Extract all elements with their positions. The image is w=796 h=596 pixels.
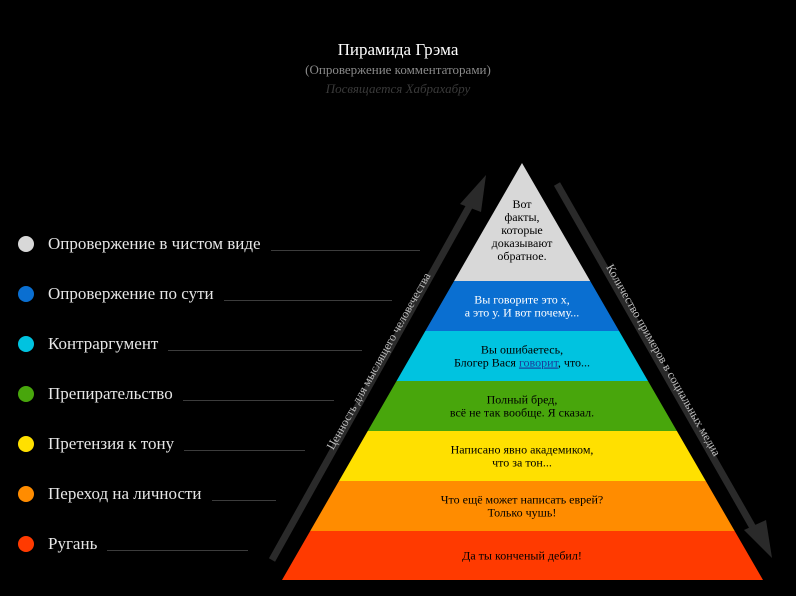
legend-label: Опровержение по сути — [48, 284, 214, 303]
legend-label: Переход на личности — [48, 484, 202, 503]
legend-dot-icon — [18, 536, 34, 552]
diagram-dedication: Посвящается Хабрахабру — [325, 81, 471, 96]
pyramid-level-text: Вы ошибаетесь, — [481, 343, 563, 357]
pyramid-level-text: а это у. И вот почему... — [465, 306, 580, 320]
pyramid-level-text: Полный бред, — [487, 393, 558, 407]
pyramid-level-text: Блогер Вася говорит, что... — [454, 356, 590, 370]
pyramid-level-text: Вы говорите это х, — [474, 293, 570, 307]
legend-label: Опровержение в чистом виде — [48, 234, 261, 253]
pyramid-level-5 — [338, 431, 706, 481]
pyramid-level-text: которые — [501, 223, 543, 237]
legend-leader-line — [212, 500, 276, 501]
pyramid-level-text: факты, — [504, 210, 539, 224]
pyramid-level-text: Что ещё может написать еврей? — [441, 493, 603, 507]
pyramid-level-text: Только чушь! — [488, 506, 557, 520]
legend-item: Ругань — [18, 532, 97, 556]
legend-dot-icon — [18, 236, 34, 252]
legend-dot-icon — [18, 486, 34, 502]
pyramid-level-text: обратное. — [497, 249, 546, 263]
left-arrow-shaft — [268, 196, 478, 562]
left-arrow-head-icon — [460, 175, 486, 212]
pyramid-level-7 — [282, 531, 763, 580]
pyramid-level-3 — [396, 331, 648, 381]
pyramid-level-text: что за тон... — [492, 456, 552, 470]
legend-leader-line — [184, 450, 305, 451]
legend-dot-icon — [18, 436, 34, 452]
legend-dot-icon — [18, 286, 34, 302]
legend-dot-icon — [18, 386, 34, 402]
legend-item: Переход на личности — [18, 482, 202, 506]
pyramid-level-4 — [367, 381, 677, 431]
legend-label: Контраргумент — [48, 334, 159, 353]
pyramid-level-6 — [310, 481, 735, 531]
pyramid-level-text: Да ты конченый дебил! — [462, 549, 582, 563]
right-arrow-head-icon — [744, 520, 772, 558]
pyramid-level-2 — [425, 281, 620, 331]
pyramid-level-1 — [454, 163, 591, 281]
right-arrow-shaft — [553, 182, 764, 542]
pyramid-level-text: Вот — [512, 197, 532, 211]
pyramid-link[interactable]: говорит — [519, 356, 560, 370]
legend-item: Опровержение в чистом виде — [18, 232, 261, 256]
legend-label: Ругань — [48, 534, 98, 553]
legend-leader-line — [107, 550, 248, 551]
legend-item: Контраргумент — [18, 332, 158, 356]
legend-leader-line — [183, 400, 334, 401]
legend-item: Препирательство — [18, 382, 173, 406]
legend-label: Претензия к тону — [48, 434, 175, 453]
legend-leader-line — [271, 250, 420, 251]
diagram-subtitle: (Опровержение комментаторами) — [305, 62, 491, 77]
legend-label: Препирательство — [48, 384, 173, 403]
legend-leader-line — [168, 350, 362, 351]
pyramid-level-text: доказывают — [492, 236, 554, 250]
legend-dot-icon — [18, 336, 34, 352]
legend-leader-line — [224, 300, 392, 301]
pyramid-level-text: всё не так вообще. Я сказал. — [450, 406, 594, 420]
pyramid-level-text: Написано явно академиком, — [451, 443, 594, 457]
diagram-title: Пирамида Грэма — [337, 40, 459, 59]
legend-item: Претензия к тону — [18, 432, 174, 456]
legend-item: Опровержение по сути — [18, 282, 214, 306]
